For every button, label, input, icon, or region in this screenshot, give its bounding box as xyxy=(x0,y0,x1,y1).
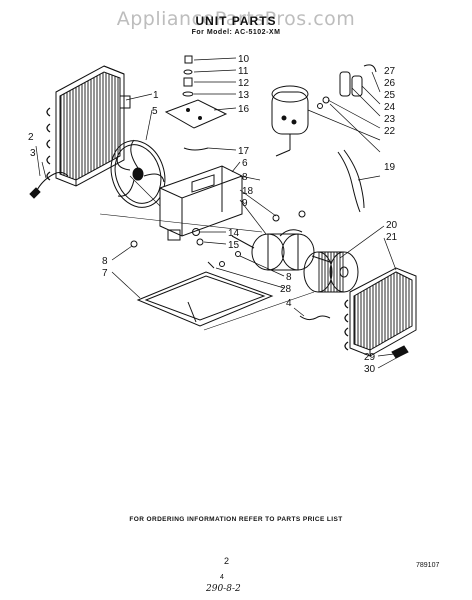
callout-3: 3 xyxy=(30,148,36,159)
callout-11: 11 xyxy=(238,66,249,77)
callout-16: 16 xyxy=(238,104,250,115)
callout-29: 29 xyxy=(364,352,376,363)
callout-18: 18 xyxy=(242,186,254,197)
callout-labels: 1 2 3 5 6 8 18 9 10 11 12 13 16 17 14 15… xyxy=(28,54,398,375)
callout-20: 20 xyxy=(386,220,398,231)
callout-2: 2 xyxy=(28,132,34,143)
callout-26: 26 xyxy=(384,78,396,89)
page-number: 2 xyxy=(224,556,230,566)
callout-4: 4 xyxy=(286,298,292,309)
callout-30: 30 xyxy=(364,364,376,375)
callout-6: 6 xyxy=(242,158,248,169)
condenser-coil xyxy=(46,65,131,187)
mounting-plate xyxy=(164,99,228,129)
callout-12: 12 xyxy=(238,78,250,89)
guide-lines xyxy=(99,175,315,331)
callout-22: 22 xyxy=(384,126,396,137)
handwritten-mark: 290-8-2 xyxy=(206,584,241,594)
blower-wheel xyxy=(303,251,359,293)
callout-8-mid: 8 xyxy=(286,272,292,283)
callout-13: 13 xyxy=(238,90,250,101)
callout-21: 21 xyxy=(386,232,398,243)
callout-25: 25 xyxy=(384,90,396,101)
unit-base xyxy=(159,165,243,241)
callout-8-top: 8 xyxy=(242,172,248,183)
document-id: 789107 xyxy=(416,562,440,569)
wiring-harness xyxy=(337,149,365,213)
compressor xyxy=(271,85,309,157)
coil-clip xyxy=(391,345,409,359)
fan-motor xyxy=(231,229,331,271)
motor-screws xyxy=(219,210,306,267)
small-mark: 4 xyxy=(220,574,224,581)
callout-17: 17 xyxy=(238,146,250,157)
callout-8-left: 8 xyxy=(102,256,108,267)
fan-blade xyxy=(110,139,166,208)
wire-lead xyxy=(299,315,331,321)
fastener-stack xyxy=(182,55,194,97)
callout-23: 23 xyxy=(384,114,396,125)
grommets xyxy=(192,228,204,246)
page-title: UNIT PARTS xyxy=(195,14,277,28)
ordering-note: FOR ORDERING INFORMATION REFER TO PARTS … xyxy=(129,516,343,523)
callout-15: 15 xyxy=(228,240,240,251)
base-pan xyxy=(136,271,274,327)
compressor-hardware xyxy=(317,64,377,109)
callout-19: 19 xyxy=(384,162,396,173)
pan-screw xyxy=(207,261,215,269)
left-screw xyxy=(130,240,138,248)
callout-9: 9 xyxy=(242,198,248,209)
callout-1: 1 xyxy=(153,90,159,101)
callout-24: 24 xyxy=(384,102,396,113)
thermostat-bulb xyxy=(29,171,69,199)
model-label: For Model: AC-5102-XM xyxy=(191,29,281,36)
callout-14: 14 xyxy=(228,228,240,239)
callout-7: 7 xyxy=(102,268,108,279)
exploded-parts-diagram: 1 2 3 5 6 8 18 9 10 11 12 13 16 17 14 15… xyxy=(28,54,417,375)
callout-27: 27 xyxy=(384,66,396,77)
leader-lines xyxy=(35,57,401,369)
watermark: AppliancePartsPros.com xyxy=(116,8,356,30)
callout-5: 5 xyxy=(152,106,158,117)
cap-tube xyxy=(183,147,209,151)
evaporator-coil xyxy=(344,267,417,357)
callout-10: 10 xyxy=(238,54,250,65)
callout-28: 28 xyxy=(280,284,292,295)
